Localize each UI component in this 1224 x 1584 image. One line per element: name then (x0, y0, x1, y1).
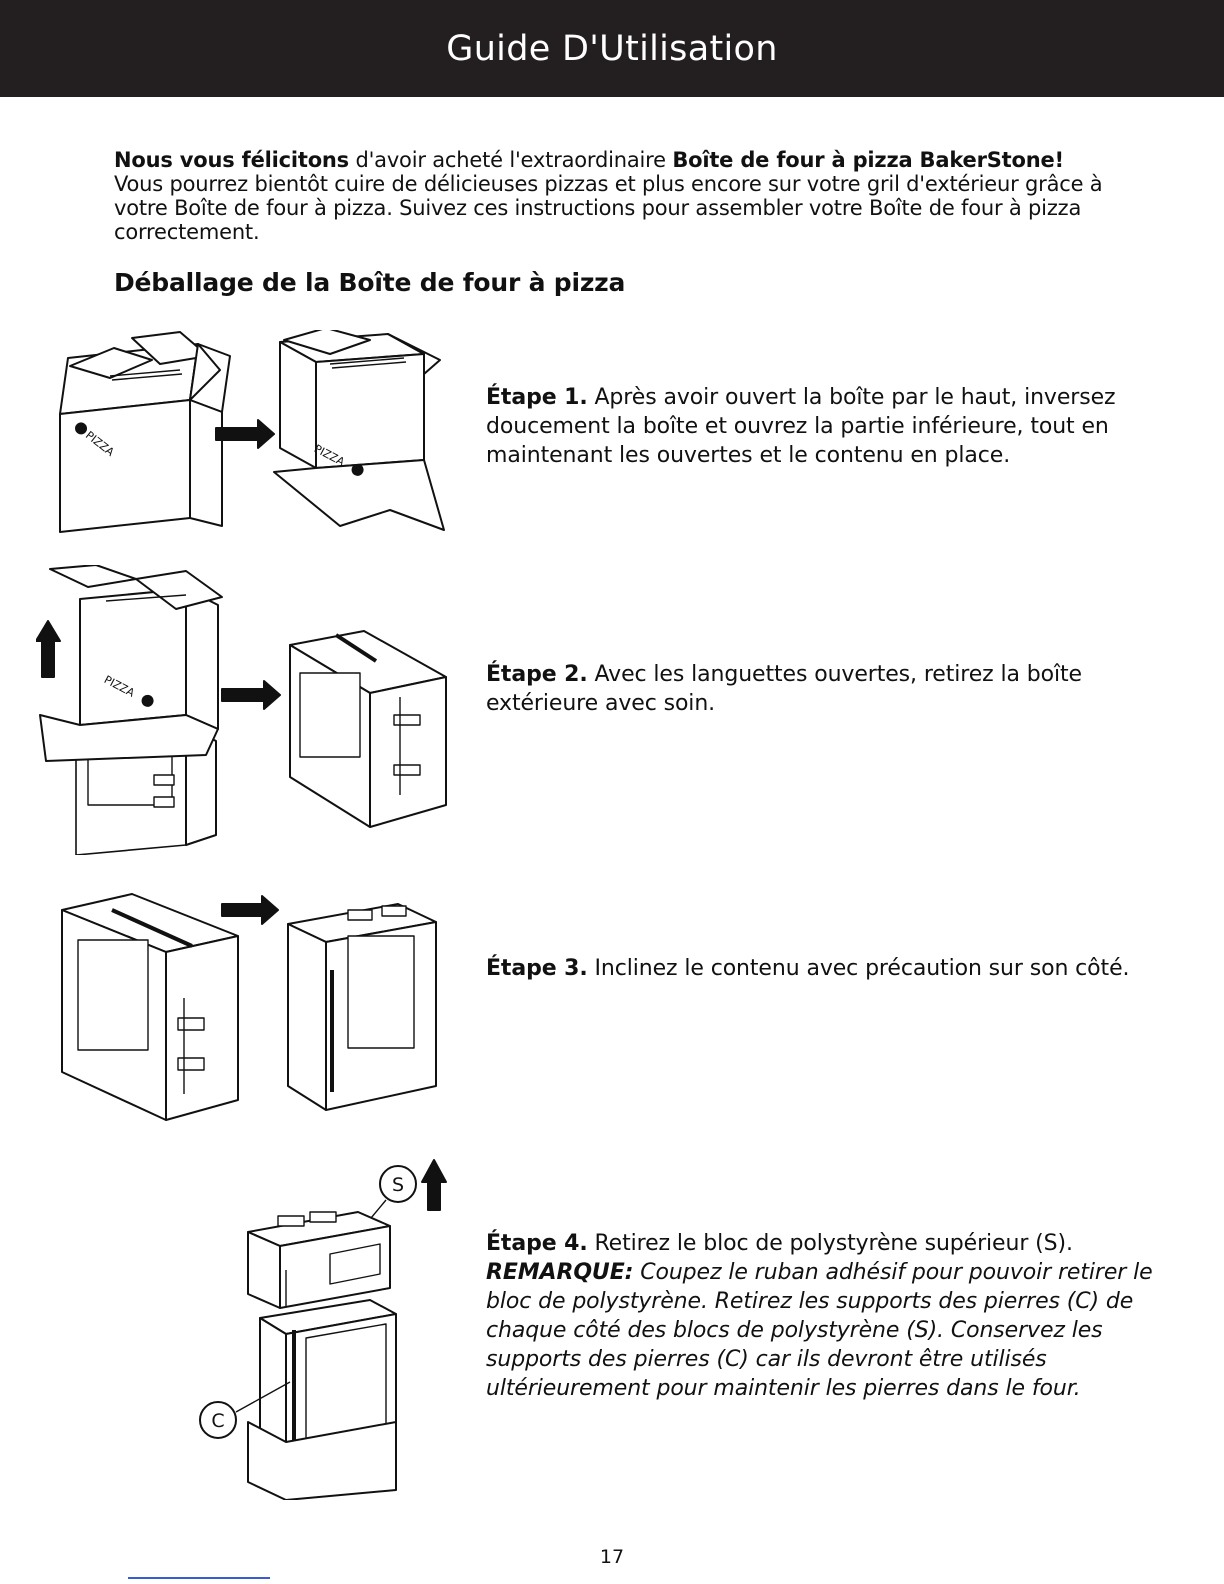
step-3-illustration (52, 880, 452, 1130)
intro-text-1: d'avoir acheté l'extraordinaire (348, 148, 673, 172)
arrow-right-icon (221, 680, 281, 710)
intro-text-2: Vous pourrez bientôt cuire de délicieuse… (114, 172, 1103, 244)
arrow-right-icon (221, 895, 279, 925)
step-2-text: Avec les languettes ouvertes, retirez la… (486, 662, 1082, 716)
callout-c (199, 1401, 237, 1439)
step-1: Étape 1. Après avoir ouvert la boîte par… (486, 383, 1176, 470)
step-2-label: Étape 2. (486, 662, 588, 687)
step-1-label: Étape 1. (486, 385, 588, 410)
step-4-note-text: Coupez le ruban adhésif pour pouvoir ret… (486, 1260, 1153, 1401)
step-1-illustration: PIZZA PIZZA (40, 330, 460, 550)
arrow-up-icon (421, 1159, 447, 1211)
arrow-up-icon (36, 620, 61, 678)
intro-product-name: Boîte de four à pizza BakerStone! (672, 148, 1064, 172)
callout-s (379, 1165, 417, 1203)
step-1-text: Après avoir ouvert la boîte par le haut,… (486, 385, 1116, 468)
step-4-label: Étape 4. (486, 1231, 588, 1256)
step-4: Étape 4. Retirez le bloc de polystyrène … (486, 1229, 1176, 1403)
step-3-label: Étape 3. (486, 956, 588, 981)
svg-text:C: C (211, 1410, 224, 1432)
step-2-illustration: PIZZA (36, 565, 456, 855)
page-title: Guide D'Utilisation (446, 28, 778, 69)
step-3: Étape 3. Inclinez le contenu avec précau… (486, 954, 1176, 983)
page-number: 17 (599, 1546, 625, 1568)
section-title: Déballage de la Boîte de four à pizza (114, 268, 626, 297)
intro-paragraph: Nous vous félicitons d'avoir acheté l'ex… (114, 148, 1124, 244)
step-2: Étape 2. Avec les languettes ouvertes, r… (486, 660, 1176, 718)
arrow-right-icon (215, 419, 275, 449)
svg-text:S: S (392, 1174, 404, 1196)
page-header: Guide D'Utilisation (0, 0, 1224, 97)
step-3-text: Inclinez le contenu avec précaution sur … (587, 956, 1130, 981)
intro-bold-start: Nous vous félicitons (114, 148, 349, 172)
footer-rule (128, 1577, 270, 1579)
step-4-illustration: S C (190, 1150, 460, 1500)
step-4-text: Retirez le bloc de polystyrène supérieur… (587, 1231, 1073, 1256)
step-4-note-label: REMARQUE: (486, 1260, 634, 1285)
